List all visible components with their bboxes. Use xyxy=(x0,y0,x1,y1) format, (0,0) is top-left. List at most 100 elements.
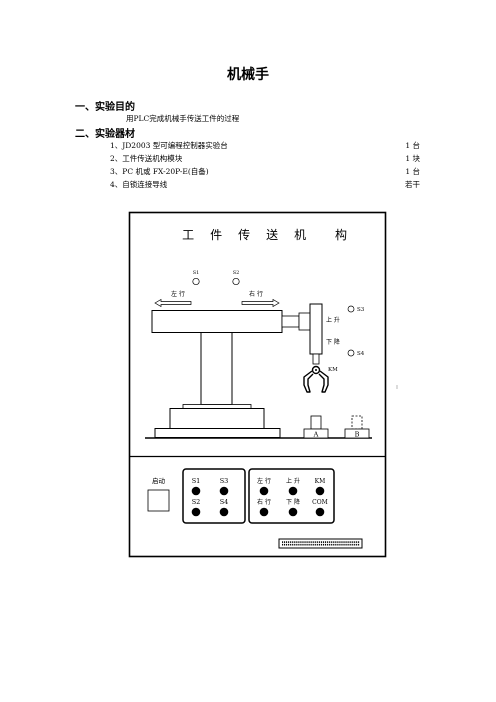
connector-pin xyxy=(285,543,287,546)
arm-connector xyxy=(281,315,300,328)
connector-pin xyxy=(293,543,295,546)
connector-pin xyxy=(282,541,284,543)
sensor-s1-label: S1 xyxy=(193,270,200,276)
terminal-left[interactable] xyxy=(259,486,269,496)
connector-pin xyxy=(309,543,311,546)
terminal-down-label: 下 降 xyxy=(286,498,300,506)
connector-pin xyxy=(332,541,334,543)
terminal-s3-label: S3 xyxy=(220,477,229,485)
connector-pin xyxy=(283,543,286,546)
terminal-right[interactable] xyxy=(259,507,269,517)
terminal-s2[interactable] xyxy=(191,507,201,517)
connector-pin xyxy=(346,541,348,543)
gripper-km-label: KM xyxy=(328,367,338,373)
horizontal-arm xyxy=(151,310,283,333)
gripper-left-jaw xyxy=(303,370,314,393)
connector-pin xyxy=(330,543,332,546)
equipment-item-4: 4、自锁连接导线 xyxy=(110,180,168,189)
equipment-item-2: 2、工件传送机构模块 xyxy=(110,154,183,163)
sensor-s1-circle-icon xyxy=(192,277,200,286)
connector-pin xyxy=(299,543,301,546)
connector-pin xyxy=(299,541,301,543)
sensor-s4-circle-icon xyxy=(347,349,355,357)
connector-pin xyxy=(307,543,309,546)
up-move-label: 上 升 xyxy=(326,316,340,324)
module-title-char-6: 构 xyxy=(335,227,347,242)
terminal-com-label: COM xyxy=(312,499,328,506)
connector-pin xyxy=(317,541,319,543)
terminal-km[interactable] xyxy=(315,486,325,496)
connector-pin xyxy=(295,543,297,546)
terminal-s1[interactable] xyxy=(191,486,201,496)
connector-pin xyxy=(287,541,289,543)
column-cap xyxy=(182,404,252,409)
support-column xyxy=(200,332,233,405)
connector-pin xyxy=(305,541,307,543)
connector-pin xyxy=(321,543,323,546)
section-heading-equipment: 二、实验器材 xyxy=(75,129,135,140)
connector-pins xyxy=(282,541,360,546)
connector-pin xyxy=(321,541,323,543)
equipment-item-1: 1、JD2003 型可编程控制器实验台 xyxy=(110,141,228,150)
connector-pin xyxy=(326,541,328,543)
terminal-s3[interactable] xyxy=(219,486,229,496)
connector-pin xyxy=(350,541,352,543)
sensor-s3-label: S3 xyxy=(357,307,365,313)
connector-pin xyxy=(305,543,307,546)
arm-clamp xyxy=(298,312,311,331)
connector-pin xyxy=(289,543,291,546)
start-button[interactable] xyxy=(147,489,170,512)
base-plate xyxy=(154,428,281,438)
connector-pin xyxy=(303,541,305,543)
connector-pin xyxy=(358,541,360,543)
module-title-char-5: 机 xyxy=(294,228,306,242)
connector-pin xyxy=(297,543,299,546)
start-label: 启动 xyxy=(152,476,166,485)
connector-pin xyxy=(356,543,358,546)
station-a xyxy=(303,428,329,439)
connector-pin xyxy=(356,541,358,543)
right-arrow-icon xyxy=(241,298,280,308)
connector-pin xyxy=(297,541,299,543)
connector-pin xyxy=(291,541,293,543)
connector-pin xyxy=(338,543,340,546)
connector-pin xyxy=(342,543,344,546)
ribbon-connector[interactable] xyxy=(278,538,363,549)
terminal-up-label: 上 升 xyxy=(286,477,300,485)
connector-pin xyxy=(319,543,321,546)
connector-pin xyxy=(315,543,317,546)
connector-pin xyxy=(322,543,325,546)
equipment-qty-3: 1 台 xyxy=(405,167,420,176)
right-move-label: 右 行 xyxy=(249,290,263,298)
connector-pin xyxy=(301,541,303,543)
terminal-s4-label: S4 xyxy=(220,498,229,506)
terminal-s1-label: S1 xyxy=(192,477,201,485)
connector-pin xyxy=(289,541,291,543)
svg-text:工 件 传 送 机: 工 件 传 送 机 构 xyxy=(182,227,347,242)
output-terminal-group xyxy=(248,468,335,524)
connector-pin xyxy=(311,541,313,543)
module-frame xyxy=(128,211,387,558)
connector-pin xyxy=(293,541,295,543)
section-heading-purpose: 一、实验目的 xyxy=(75,102,135,113)
sensor-s4-label: S4 xyxy=(357,351,365,357)
terminal-left-label: 左 行 xyxy=(257,477,271,485)
equipment-qty-4: 若干 xyxy=(405,180,420,189)
station-a-label: A xyxy=(313,431,319,439)
terminal-s4[interactable] xyxy=(219,507,229,517)
page-title: 机械手 xyxy=(227,67,269,83)
connector-pin xyxy=(313,541,315,543)
workpiece-a xyxy=(310,415,322,430)
terminal-com[interactable] xyxy=(315,507,325,517)
terminal-up[interactable] xyxy=(288,486,298,496)
connector-pin xyxy=(287,543,289,546)
connector-pin xyxy=(352,543,354,546)
terminal-down[interactable] xyxy=(288,507,298,517)
connector-pin xyxy=(334,543,336,546)
connector-pin xyxy=(283,541,286,543)
equipment-qty-1: 1 台 xyxy=(405,141,420,150)
connector-pin xyxy=(285,541,287,543)
down-move-label: 下 降 xyxy=(326,338,340,346)
connector-pin xyxy=(336,541,338,543)
